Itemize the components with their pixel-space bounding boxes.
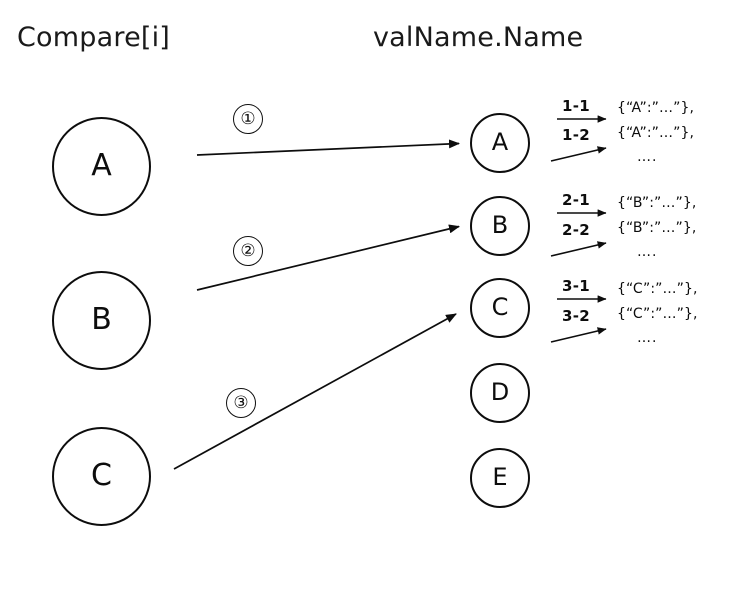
arrow-3-2: [550, 327, 607, 343]
left-node-a-label: A: [91, 147, 112, 183]
left-node-c[interactable]: C: [52, 427, 151, 526]
step-badge-1: ①: [233, 104, 263, 134]
arrow-step-1: [196, 139, 460, 156]
left-column-title: Compare[i]: [17, 22, 171, 53]
edge-label-2-1: 2-1: [562, 191, 590, 209]
right-node-c-label: C: [491, 293, 509, 321]
edge-label-1-2: 1-2: [562, 126, 590, 144]
json-record-a-2: {“A”:”…”},: [617, 125, 695, 141]
right-node-e[interactable]: E: [470, 448, 530, 508]
json-record-c-more: ….: [637, 330, 658, 346]
right-node-d-label: D: [490, 378, 510, 406]
right-node-b[interactable]: B: [470, 196, 530, 256]
edge-label-3-2: 3-2: [562, 307, 590, 325]
json-record-a-more: ….: [637, 149, 658, 165]
json-record-b-2: {“B”:”…”},: [617, 220, 697, 236]
left-node-a[interactable]: A: [52, 117, 151, 216]
right-column-title: valName.Name: [373, 22, 584, 53]
json-record-a-1: {“A”:”…”},: [617, 100, 695, 116]
step-badge-2-label: ②: [240, 240, 256, 261]
json-record-b-1: {“B”:”…”},: [617, 195, 697, 211]
json-record-c-2: {“C”:”…”},: [617, 306, 698, 322]
right-node-c[interactable]: C: [470, 278, 530, 338]
left-node-c-label: C: [91, 457, 112, 493]
step-badge-3: ③: [226, 388, 256, 418]
left-node-b[interactable]: B: [52, 271, 151, 370]
json-record-c-1: {“C”:”…”},: [617, 281, 698, 297]
right-node-b-label: B: [491, 211, 509, 239]
arrow-step-3: [173, 313, 457, 470]
arrow-2-2: [550, 241, 607, 257]
right-node-e-label: E: [492, 463, 508, 491]
edge-label-3-1: 3-1: [562, 277, 590, 295]
right-node-d[interactable]: D: [470, 363, 530, 423]
edge-label-2-2: 2-2: [562, 221, 590, 239]
edge-label-1-1: 1-1: [562, 97, 590, 115]
step-badge-3-label: ③: [233, 392, 249, 413]
step-badge-1-label: ①: [240, 108, 256, 129]
json-record-b-more: ….: [637, 244, 658, 260]
right-node-a-label: A: [491, 128, 509, 156]
right-node-a[interactable]: A: [470, 113, 530, 173]
step-badge-2: ②: [233, 236, 263, 266]
left-node-b-label: B: [91, 301, 112, 337]
arrow-1-2: [550, 146, 607, 162]
